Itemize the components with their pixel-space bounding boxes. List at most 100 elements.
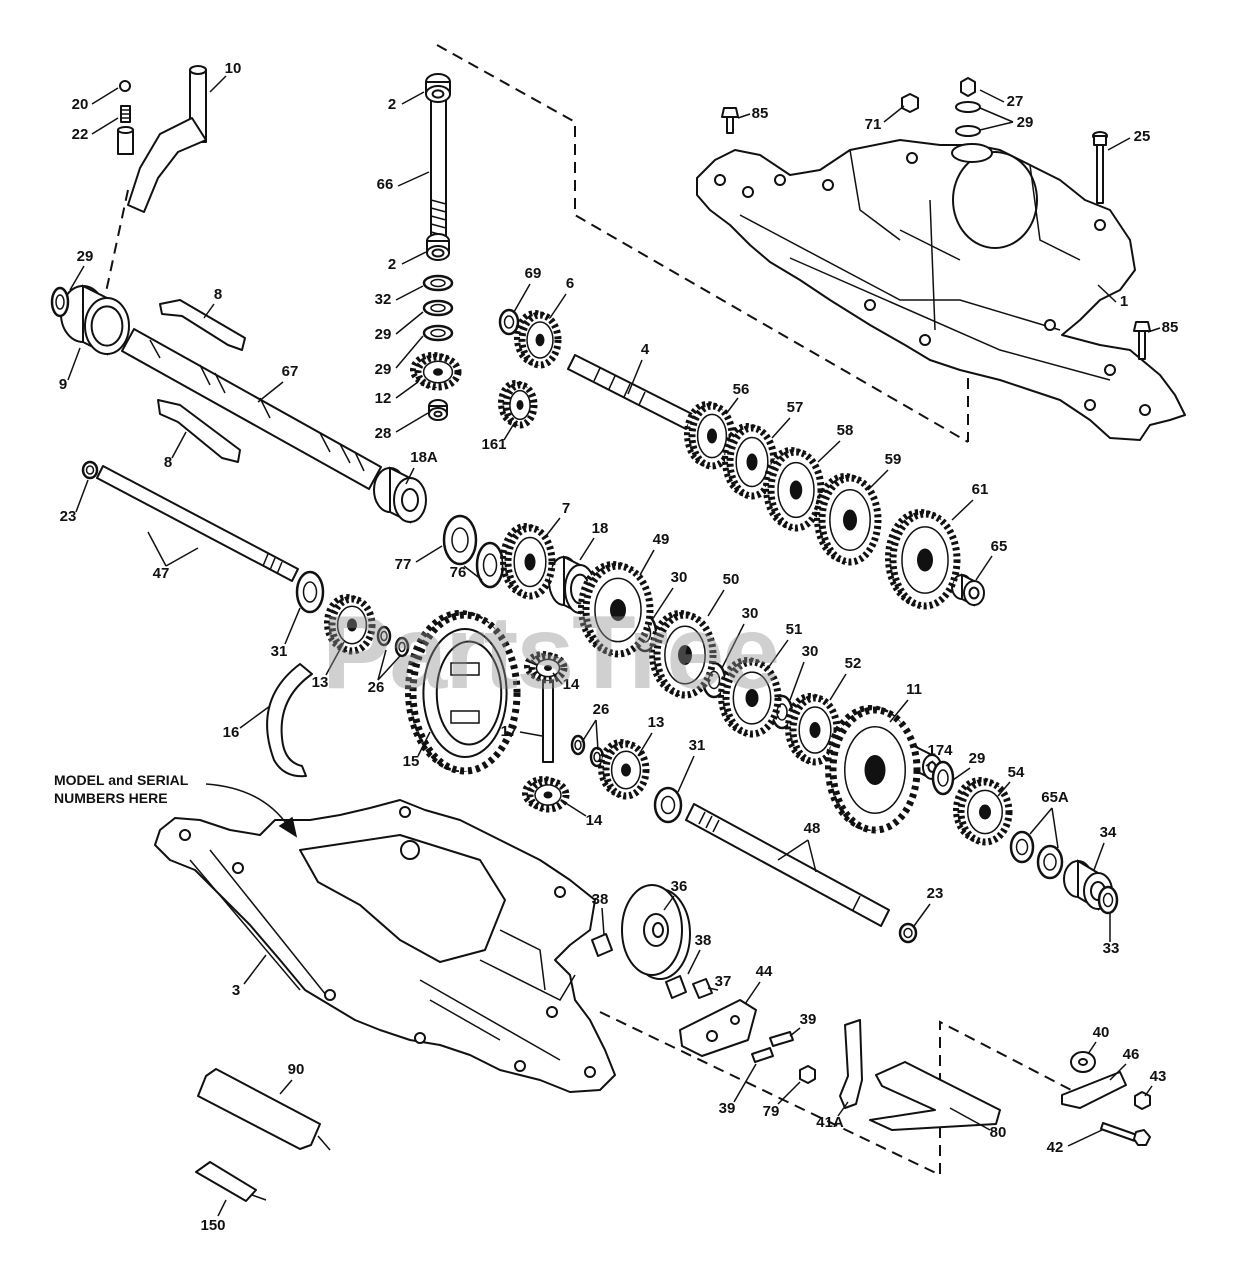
leader-line xyxy=(627,359,643,395)
washer-hole xyxy=(398,641,406,653)
part-label: 150 xyxy=(200,1217,225,1234)
leader-line xyxy=(325,641,345,676)
ball-20 xyxy=(119,80,131,92)
washer-65A-b xyxy=(1036,844,1064,880)
gear-hub xyxy=(864,755,886,785)
leader-line xyxy=(595,719,599,751)
shaft-47-splines xyxy=(262,553,283,575)
nut-27 xyxy=(960,77,976,97)
gear-54 xyxy=(953,777,1013,846)
leader-line xyxy=(1107,137,1131,151)
bolt-25-collar xyxy=(1093,135,1107,146)
part-label: 25 xyxy=(1134,128,1151,145)
part-label: 69 xyxy=(525,265,542,282)
nut-71 xyxy=(901,93,919,113)
part-label: 14 xyxy=(563,676,580,693)
bevel-gear-14-bottom xyxy=(522,776,570,813)
band-16 xyxy=(266,663,313,778)
shaft-66-threads xyxy=(430,199,447,237)
leader-line xyxy=(395,285,424,301)
leader-line xyxy=(513,283,531,313)
leader-line xyxy=(707,987,719,991)
part-label: 85 xyxy=(752,105,769,122)
brake-bracket-44 xyxy=(679,999,757,1057)
gear-hub xyxy=(707,428,717,444)
leader-line xyxy=(767,639,789,669)
bolt-42-head xyxy=(1133,1129,1151,1146)
part-label: 8 xyxy=(214,286,222,303)
bevel-gear-13-left xyxy=(324,594,376,655)
washer-hole xyxy=(1102,892,1114,908)
washer-76 xyxy=(475,541,505,589)
gear-hub xyxy=(745,689,759,707)
part-label: 16 xyxy=(223,724,240,741)
bolt-hole xyxy=(232,862,244,874)
bolt-hole xyxy=(514,1060,526,1072)
part-label: 41A xyxy=(816,1114,844,1131)
shaft-48-splines xyxy=(698,811,861,911)
part-label: 58 xyxy=(837,422,854,439)
gear-58 xyxy=(763,447,825,532)
shift-shaft-67 xyxy=(121,299,382,490)
washer-29-upper xyxy=(955,101,981,113)
bolt-85-right-head xyxy=(1133,321,1151,332)
leader-line xyxy=(279,1079,293,1095)
washer-hole xyxy=(55,294,65,310)
leader-line xyxy=(1067,1129,1103,1147)
part-label: 26 xyxy=(593,701,610,718)
leader-line xyxy=(395,412,429,433)
serial-callout-line2: NUMBERS HERE xyxy=(54,790,168,806)
bolt-hole xyxy=(742,186,754,198)
housing-hardware xyxy=(721,77,1151,360)
part-label: 23 xyxy=(60,508,77,525)
leader-line xyxy=(663,895,675,911)
housing-edge xyxy=(849,149,1081,261)
washer-hole xyxy=(1015,838,1029,856)
bracket-44-hole xyxy=(730,1015,740,1025)
part-label: 90 xyxy=(288,1061,305,1078)
part-label: 29 xyxy=(375,361,392,378)
leader-line xyxy=(975,555,993,581)
leader-line xyxy=(951,499,974,521)
part-label: 31 xyxy=(689,737,706,754)
serial-callout-line1: MODEL and SERIAL xyxy=(54,772,189,788)
bolt-hole xyxy=(919,334,931,346)
washer-hole xyxy=(574,739,582,751)
washer-31-left xyxy=(295,570,325,614)
gear-hub xyxy=(621,763,631,777)
gear-hub xyxy=(843,509,857,531)
leader-line xyxy=(519,731,543,737)
leader-line xyxy=(417,731,431,757)
gear-6 xyxy=(514,310,562,369)
leader-line xyxy=(257,381,284,403)
gear-hub xyxy=(347,618,357,632)
leader-line xyxy=(579,537,595,561)
leader-line xyxy=(1144,1085,1153,1097)
lower-housing xyxy=(154,799,616,1093)
cylinder-bore xyxy=(433,410,443,418)
gear-hub xyxy=(433,368,443,376)
housing-rib xyxy=(739,214,1061,331)
cylinder-bore xyxy=(90,305,124,347)
washer-hole xyxy=(593,751,601,763)
washer-hole xyxy=(482,553,498,577)
callout-arrow xyxy=(205,783,289,827)
gear-hub xyxy=(678,645,692,665)
bolt-hole xyxy=(774,174,786,186)
part-label: 67 xyxy=(282,363,299,380)
part-label: 3 xyxy=(232,982,240,999)
upper-housing xyxy=(696,139,1186,441)
leader-line xyxy=(1093,842,1105,871)
bevel-gear-13-right xyxy=(598,739,650,800)
bushing-34 xyxy=(1063,859,1113,911)
gear-11 xyxy=(825,705,921,834)
part-label: 79 xyxy=(763,1103,780,1120)
part-label: 30 xyxy=(671,569,688,586)
nut-2-top xyxy=(425,73,451,103)
leader-line xyxy=(463,565,483,581)
sealant-tube-150 xyxy=(195,1161,257,1202)
brake-bracket-80 xyxy=(869,1061,1001,1131)
part-label: 7 xyxy=(562,500,570,517)
part-label: 51 xyxy=(786,621,803,638)
leader-line xyxy=(91,117,119,135)
